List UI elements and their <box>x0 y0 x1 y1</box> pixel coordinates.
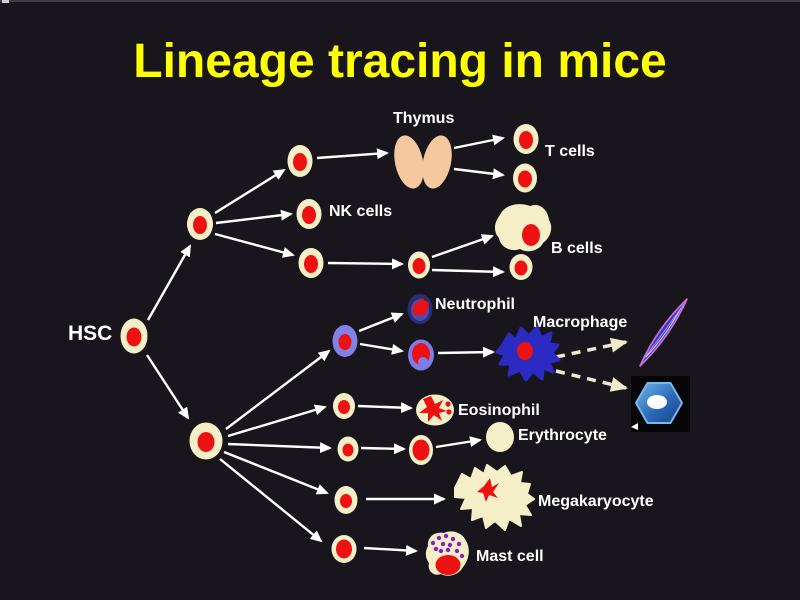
stray-white-mark <box>631 423 638 430</box>
cell-b-round <box>509 254 533 280</box>
cell-mast <box>425 531 469 576</box>
arrow-myeloid-to-megpre <box>223 450 329 495</box>
arrow-eospre-to-eosinophil <box>357 402 413 414</box>
cell-tcell-2 <box>513 163 537 193</box>
arrow-myeloid-to-erypre <box>227 442 332 454</box>
arrow-thymus-to-tcell-2 <box>453 167 505 180</box>
label-eosinophil: Eosinophil <box>458 402 540 419</box>
label-t-cells: T cells <box>545 143 595 160</box>
cell-neutrophil <box>407 294 433 324</box>
dashed-arrows <box>555 337 628 392</box>
label-neutrophil: Neutrophil <box>435 296 515 313</box>
mast-granules <box>430 533 465 559</box>
slide-top-corner-mark <box>2 0 9 3</box>
cell-hexagon-box <box>631 376 690 432</box>
cell-erythroblast <box>409 435 433 465</box>
slide-top-edge <box>0 0 800 2</box>
arrow-eryblast-to-erythrocyte <box>435 436 482 449</box>
label-thymus: Thymus <box>393 110 455 127</box>
arrow-lymphoid-to-nk <box>215 209 293 225</box>
dashed-arrow-macrophage-to-hexagon <box>555 369 628 392</box>
arrow-preb-to-bblob <box>431 234 494 259</box>
cell-erythroid-precursor <box>337 436 359 462</box>
arrow-gmp-to-monocyte <box>359 342 404 355</box>
label-erythrocyte: Erythrocyte <box>518 427 607 444</box>
label-nk-cells: NK cells <box>329 203 393 220</box>
arrow-myeloid-to-mastpre <box>219 458 323 543</box>
arrow-gmp-to-neutrophil <box>358 312 404 333</box>
thymus-organ <box>394 135 452 189</box>
label-megakaryocyte: Megakaryocyte <box>538 493 654 510</box>
arrow-tpre-to-thymus <box>316 148 389 160</box>
cell-erythrocyte <box>486 422 514 452</box>
arrow-erypre-to-eryblast <box>360 443 406 455</box>
arrow-mastpre-to-mastcell <box>363 544 418 556</box>
cell-tcell-1 <box>513 124 539 154</box>
arrow-thymus-to-tcell-1 <box>453 134 505 150</box>
dashed-arrow-macrophage-to-spindle <box>555 337 628 359</box>
label-hsc: HSC <box>68 322 113 345</box>
arrow-hsc-to-myeloid <box>145 354 190 420</box>
cell-megakaryocyte-precursor <box>334 486 358 514</box>
cell-megakaryocyte <box>454 464 535 531</box>
cell-lymphoid-progenitor <box>187 208 213 240</box>
arrow-preb-to-bcell <box>431 266 505 278</box>
cell-bcell-precursor <box>298 248 324 278</box>
label-b-cells: B cells <box>551 240 603 257</box>
cell-hsc <box>120 318 148 354</box>
cell-myeloid-progenitor <box>189 422 223 460</box>
arrow-myeloid-to-eospre <box>227 404 327 438</box>
arrow-hsc-to-lymphoid <box>146 244 192 321</box>
arrow-lymphoid-to-bpre <box>214 232 295 258</box>
cell-macrophage <box>495 325 561 382</box>
label-mast-cell: Mast cell <box>476 548 544 565</box>
cell-preb <box>408 251 430 279</box>
cell-eosinophil <box>416 394 454 426</box>
label-macrophage: Macrophage <box>533 314 628 331</box>
cell-monocyte <box>408 339 434 371</box>
arrow-myeloid-to-gmp <box>225 349 331 430</box>
page-title: Lineage tracing in mice <box>133 35 667 88</box>
cell-eosinophil-precursor <box>333 393 355 419</box>
cell-gmp-blue <box>332 325 358 357</box>
cell-mastcell-precursor <box>331 535 357 563</box>
cell-tcell-precursor <box>287 145 313 177</box>
cell-nk <box>296 199 322 229</box>
cell-b-blob <box>494 204 552 252</box>
arrows <box>145 134 505 556</box>
arrow-bpre-to-preb <box>327 258 404 270</box>
arrow-lymphoid-to-tpre <box>214 168 286 215</box>
arrow-monocyte-to-macrophage <box>437 346 495 358</box>
cell-spindle <box>639 298 688 367</box>
